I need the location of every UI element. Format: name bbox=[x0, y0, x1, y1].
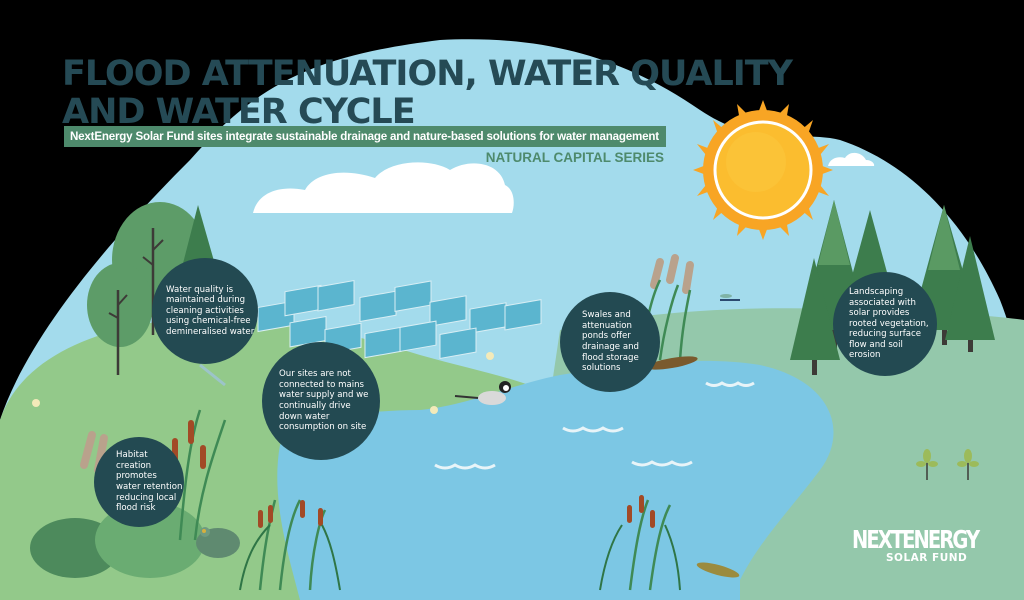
wave-icon bbox=[434, 381, 755, 470]
solar-panel-icon bbox=[257, 279, 542, 360]
logo-wordmark: NEXTENERGY bbox=[852, 525, 980, 554]
series-label: NATURAL CAPITAL SERIES bbox=[485, 150, 664, 165]
sun-icon bbox=[693, 100, 833, 240]
reed-icon bbox=[80, 254, 694, 474]
pond bbox=[277, 360, 834, 600]
callout-text: Habitat creation promotes water retentio… bbox=[116, 450, 183, 514]
cloud-icon bbox=[253, 162, 514, 213]
logo-subline: SOLAR FUND bbox=[886, 552, 968, 564]
callout-text: Water quality is maintained during clean… bbox=[166, 284, 255, 337]
frog-icon bbox=[196, 527, 240, 558]
callout-swales: Swales and attenuation ponds offer drain… bbox=[560, 292, 660, 392]
callout-text: Swales and attenuation ponds offer drain… bbox=[582, 310, 639, 374]
callout-text: Landscaping associated with solar provid… bbox=[849, 286, 929, 361]
dragonfly-icon bbox=[199, 294, 740, 387]
callout-text: Our sites are not connected to mains wat… bbox=[279, 369, 369, 433]
callout-landscaping: Landscaping associated with solar provid… bbox=[833, 272, 937, 376]
callout-habitat: Habitat creation promotes water retentio… bbox=[94, 437, 184, 527]
cloud-icon bbox=[828, 152, 875, 166]
subtitle-banner: NextEnergy Solar Fund sites integrate su… bbox=[64, 126, 666, 147]
callout-water-quality: Water quality is maintained during clean… bbox=[152, 258, 258, 364]
mound bbox=[30, 502, 205, 578]
bird-icon bbox=[454, 381, 511, 405]
callout-mains-water: Our sites are not connected to mains wat… bbox=[262, 342, 380, 460]
sapling-icon bbox=[916, 449, 979, 480]
nextenergy-logo: NEXTENERGY SOLAR FUND bbox=[852, 525, 982, 565]
butterfly-icon bbox=[32, 352, 494, 414]
bulrush-icon bbox=[172, 409, 681, 591]
newt-icon bbox=[646, 356, 740, 578]
page-title: FLOOD ATTENUATION, WATER QUALITY AND WAT… bbox=[62, 54, 793, 132]
tree-icon bbox=[87, 202, 218, 375]
